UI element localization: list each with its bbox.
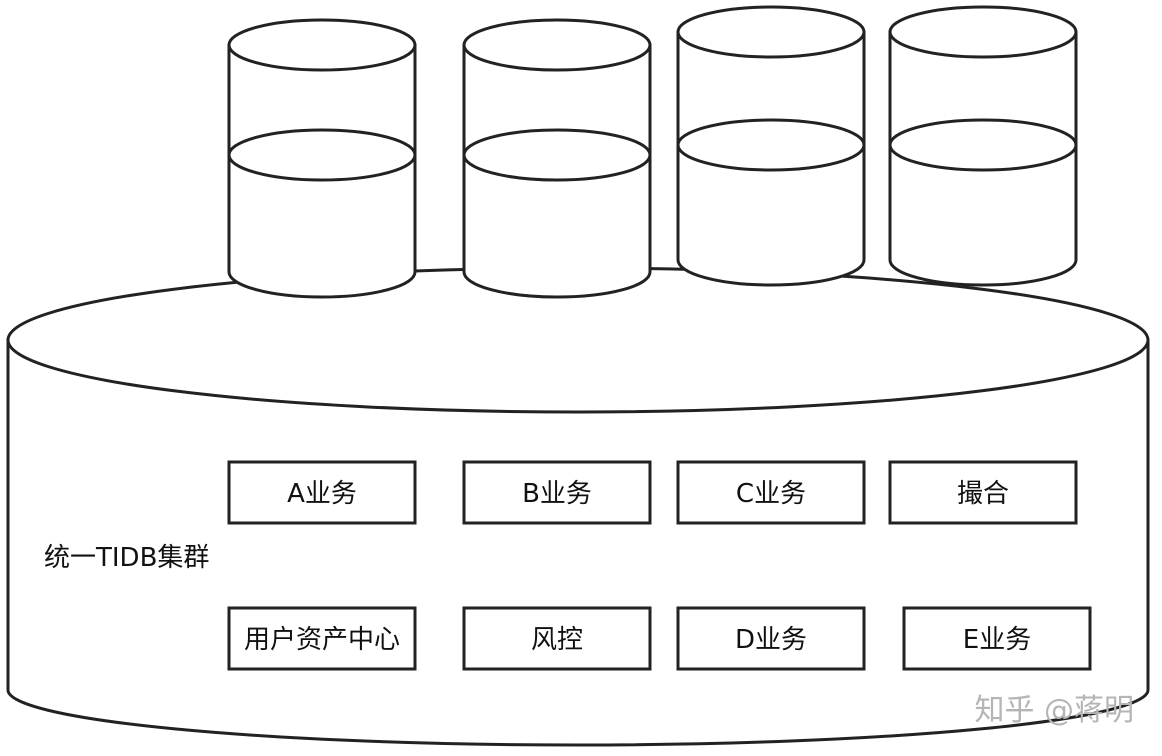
service-label: E业务 — [963, 625, 1031, 655]
storage-node-2 — [462, 18, 652, 299]
storage-node-4 — [888, 5, 1078, 287]
service-box-e: E业务 — [902, 606, 1092, 671]
service-label: A业务 — [287, 479, 357, 509]
cluster-label: 统一TIDB集群 — [44, 543, 209, 573]
service-box-b: B业务 — [462, 460, 652, 525]
service-box-user-assets: 用户资产中心 — [227, 606, 417, 671]
storage-node-3 — [676, 5, 866, 287]
service-box-c: C业务 — [676, 460, 866, 525]
watermark: 知乎 @蒋明 — [974, 693, 1134, 728]
service-box-a: A业务 — [227, 460, 417, 525]
service-box-matching: 撮合 — [888, 460, 1078, 525]
service-label: B业务 — [522, 479, 592, 509]
service-label: 风控 — [531, 625, 583, 655]
service-label: D业务 — [735, 625, 807, 655]
storage-node-1 — [227, 18, 417, 299]
service-label: 撮合 — [957, 479, 1009, 509]
service-label: 用户资产中心 — [244, 625, 400, 655]
service-label: C业务 — [736, 479, 806, 509]
service-box-risk-control: 风控 — [462, 606, 652, 671]
service-box-d: D业务 — [676, 606, 866, 671]
